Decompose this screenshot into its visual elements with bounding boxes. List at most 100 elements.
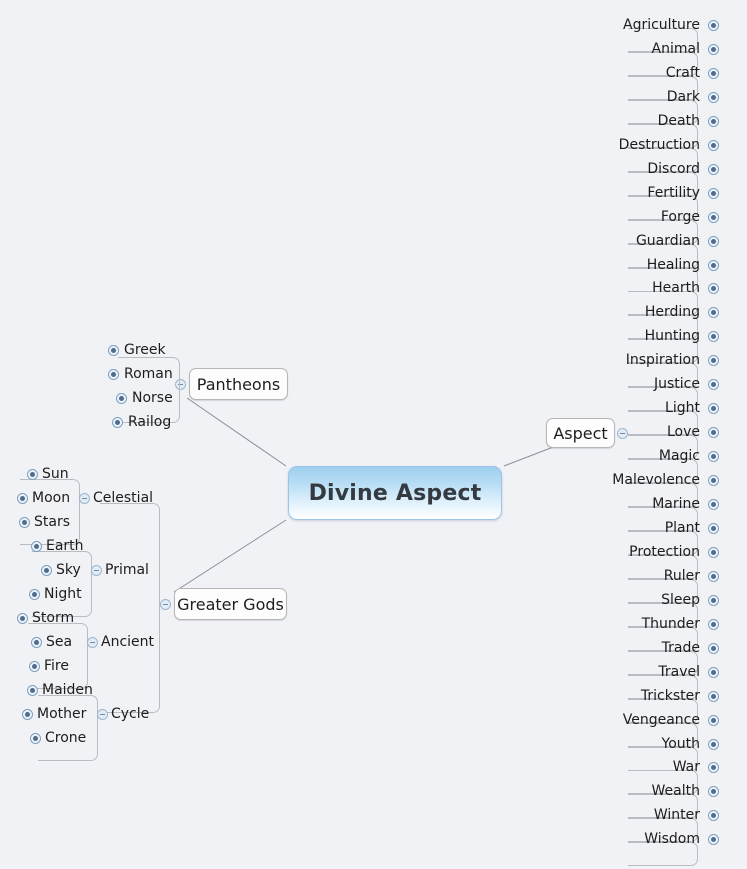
- leaf-bullet-icon[interactable]: [708, 260, 719, 271]
- leaf-bullet-icon[interactable]: [708, 283, 719, 294]
- aspect-item-label[interactable]: Destruction: [618, 137, 700, 153]
- leaf-bullet-icon[interactable]: [708, 523, 719, 534]
- aspect-item-label[interactable]: Dark: [666, 89, 700, 105]
- aspect-item-label[interactable]: Justice: [654, 376, 700, 392]
- leaf-bullet-icon[interactable]: [108, 369, 119, 380]
- aspect-item-label[interactable]: Trickster: [640, 688, 700, 704]
- leaf-bullet-icon[interactable]: [708, 691, 719, 702]
- aspect-item-label[interactable]: Forge: [660, 209, 700, 225]
- aspect-item-label[interactable]: Sleep: [661, 592, 700, 608]
- leaf-bullet-icon[interactable]: [708, 475, 719, 486]
- aspect-item-bracket: [628, 435, 698, 459]
- collapse-toggle-icon-greater-gods[interactable]: [160, 599, 171, 610]
- leaf-bullet-icon[interactable]: [19, 517, 30, 528]
- aspect-item-label[interactable]: Magic: [658, 448, 700, 464]
- leaf-bullet-icon[interactable]: [708, 834, 719, 845]
- collapse-toggle-icon-aspect[interactable]: [617, 428, 628, 439]
- leaf-bullet-icon[interactable]: [22, 709, 33, 720]
- leaf-bullet-icon[interactable]: [708, 786, 719, 797]
- leaf-bullet-icon[interactable]: [708, 762, 719, 773]
- aspect-item-label[interactable]: Death: [657, 113, 700, 129]
- leaf-bullet-icon[interactable]: [708, 188, 719, 199]
- leaf-bullet-icon[interactable]: [708, 140, 719, 151]
- leaf-bullet-icon[interactable]: [31, 541, 42, 552]
- leaf-bullet-icon[interactable]: [27, 469, 38, 480]
- collapse-toggle-icon-cycle[interactable]: [97, 709, 108, 720]
- leaf-bullet-icon[interactable]: [708, 44, 719, 55]
- aspect-item-label[interactable]: Discord: [647, 161, 700, 177]
- leaf-bullet-icon[interactable]: [708, 810, 719, 821]
- leaf-bullet-icon[interactable]: [708, 667, 719, 678]
- aspect-item-label[interactable]: Animal: [651, 41, 700, 57]
- leaf-bullet-icon[interactable]: [708, 236, 719, 247]
- leaf-bullet-icon[interactable]: [116, 393, 127, 404]
- aspect-item-bracket: [628, 244, 698, 268]
- aspect-item-label[interactable]: Hearth: [652, 280, 700, 296]
- leaf-bullet-icon[interactable]: [708, 715, 719, 726]
- aspect-item-label[interactable]: Ruler: [663, 568, 700, 584]
- collapse-toggle-icon-primal[interactable]: [91, 565, 102, 576]
- leaf-bullet-icon[interactable]: [708, 164, 719, 175]
- leaf-bullet-icon[interactable]: [708, 427, 719, 438]
- leaf-bullet-icon[interactable]: [29, 589, 40, 600]
- leaf-bullet-icon[interactable]: [108, 345, 119, 356]
- collapse-toggle-icon-ancient[interactable]: [87, 637, 98, 648]
- aspect-item-label[interactable]: Light: [665, 400, 700, 416]
- leaf-bullet-icon[interactable]: [708, 619, 719, 630]
- leaf-bullet-icon[interactable]: [708, 20, 719, 31]
- leaf-bullet-icon[interactable]: [112, 417, 123, 428]
- leaf-bullet-icon[interactable]: [708, 451, 719, 462]
- aspect-item-label[interactable]: Youth: [661, 736, 701, 752]
- aspect-item-label[interactable]: Craft: [665, 65, 700, 81]
- aspect-item-label[interactable]: War: [672, 759, 700, 775]
- aspect-item-label[interactable]: Thunder: [641, 616, 700, 632]
- aspect-item-label[interactable]: Protection: [629, 544, 700, 560]
- branch-node-greater-gods[interactable]: Greater Gods: [174, 588, 287, 620]
- leaf-bullet-icon[interactable]: [708, 739, 719, 750]
- branch-node-aspect[interactable]: Aspect: [546, 418, 615, 448]
- aspect-item-label[interactable]: Guardian: [635, 233, 700, 249]
- leaf-bullet-icon[interactable]: [17, 613, 28, 624]
- aspect-item-label[interactable]: Love: [666, 424, 700, 440]
- aspect-item-label[interactable]: Herding: [644, 304, 700, 320]
- aspect-item-label[interactable]: Vengeance: [622, 712, 700, 728]
- leaf-bullet-icon[interactable]: [708, 92, 719, 103]
- aspect-item-label[interactable]: Malevolence: [612, 472, 700, 488]
- aspect-item-label[interactable]: Hunting: [644, 328, 700, 344]
- leaf-bullet-icon[interactable]: [708, 212, 719, 223]
- aspect-item-label[interactable]: Wealth: [651, 783, 700, 799]
- leaf-bullet-icon[interactable]: [17, 493, 28, 504]
- aspect-item-label[interactable]: Fertility: [647, 185, 700, 201]
- branch-node-pantheons-label: Pantheons: [196, 374, 281, 394]
- aspect-item-label[interactable]: Trade: [661, 640, 700, 656]
- leaf-bullet-icon[interactable]: [708, 595, 719, 606]
- aspect-item-label[interactable]: Travel: [658, 664, 700, 680]
- leaf-bullet-icon[interactable]: [708, 403, 719, 414]
- aspect-item-label[interactable]: Healing: [646, 257, 700, 273]
- branch-node-pantheons[interactable]: Pantheons: [189, 368, 288, 400]
- leaf-bullet-icon[interactable]: [708, 116, 719, 127]
- leaf-bullet-icon[interactable]: [708, 68, 719, 79]
- leaf-bullet-icon[interactable]: [30, 733, 41, 744]
- leaf-bullet-icon[interactable]: [708, 379, 719, 390]
- leaf-bullet-icon[interactable]: [708, 643, 719, 654]
- leaf-bullet-icon[interactable]: [708, 307, 719, 318]
- collapse-toggle-icon-pantheons[interactable]: [175, 379, 186, 390]
- root-node[interactable]: Divine Aspect: [288, 466, 502, 520]
- leaf-bullet-icon[interactable]: [31, 637, 42, 648]
- leaf-bullet-icon[interactable]: [708, 547, 719, 558]
- leaf-bullet-icon[interactable]: [27, 685, 38, 696]
- aspect-item-label[interactable]: Marine: [652, 496, 700, 512]
- aspect-item-label[interactable]: Agriculture: [623, 17, 700, 33]
- leaf-bullet-icon[interactable]: [708, 499, 719, 510]
- leaf-bullet-icon[interactable]: [41, 565, 52, 576]
- leaf-bullet-icon[interactable]: [708, 355, 719, 366]
- leaf-bullet-icon[interactable]: [29, 661, 40, 672]
- aspect-item-label[interactable]: Plant: [664, 520, 700, 536]
- collapse-toggle-icon-celestial[interactable]: [79, 493, 90, 504]
- aspect-item-label[interactable]: Wisdom: [644, 831, 700, 847]
- aspect-item-label[interactable]: Winter: [653, 807, 700, 823]
- leaf-bullet-icon[interactable]: [708, 571, 719, 582]
- leaf-bullet-icon[interactable]: [708, 331, 719, 342]
- aspect-item-label[interactable]: Inspiration: [625, 352, 700, 368]
